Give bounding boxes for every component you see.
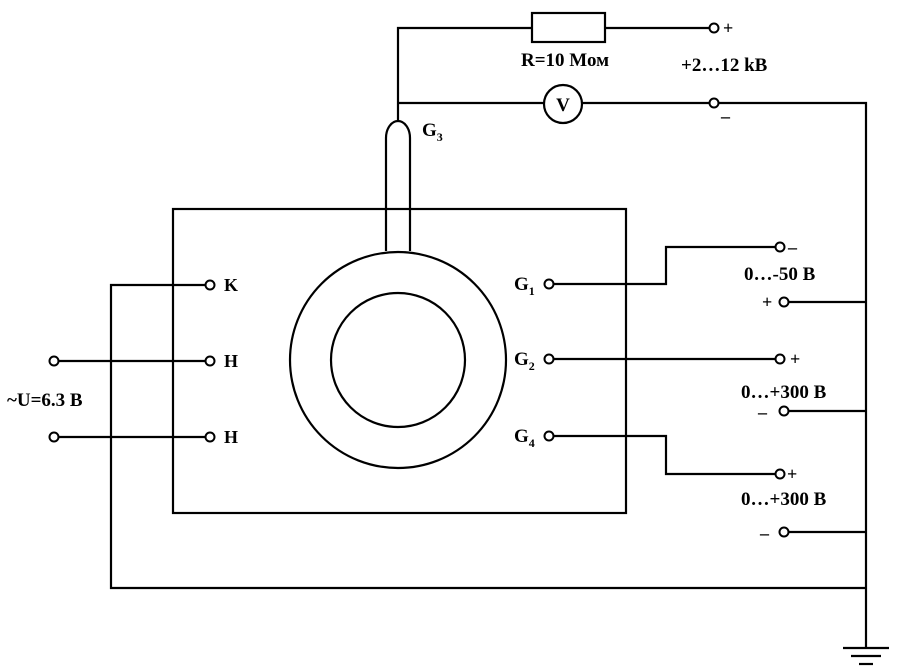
h1-terminal[interactable] xyxy=(204,355,216,367)
hv-minus-terminal[interactable] xyxy=(708,97,720,109)
g2-supply-range: 0…+300 B xyxy=(741,382,827,403)
g1-wire xyxy=(554,245,775,286)
g4-wire xyxy=(554,434,775,476)
ground-symbol xyxy=(843,646,889,666)
resistor-label: R=10 Мом xyxy=(521,50,609,71)
g1-label: G1 xyxy=(514,274,535,298)
g1-supply-minus-sign: – xyxy=(787,237,798,257)
g4-terminal[interactable] xyxy=(543,430,555,442)
hv-minus-sign: – xyxy=(720,106,731,126)
g2-label: G2 xyxy=(514,349,535,373)
g4-supply-range: 0…+300 B xyxy=(741,489,827,510)
g1-supply-range: 0…-50 B xyxy=(744,264,816,285)
heater-voltage-label: ~U=6.3 B xyxy=(7,390,83,411)
heater-source-terminal-2[interactable] xyxy=(48,431,60,443)
g2-supply-minus-terminal[interactable] xyxy=(778,405,790,417)
h2-terminal[interactable] xyxy=(204,431,216,443)
g2-supply-minus-sign: – xyxy=(757,402,768,422)
heater-source-terminal-1[interactable] xyxy=(48,355,60,367)
k-label: K xyxy=(224,275,238,295)
hv-wire-left xyxy=(396,26,532,121)
g1-supply-minus-terminal[interactable] xyxy=(774,241,786,253)
hv-plus-terminal[interactable] xyxy=(708,22,720,34)
resistor xyxy=(530,11,607,44)
g2-terminal[interactable] xyxy=(543,353,555,365)
g4-supply-minus-terminal[interactable] xyxy=(778,526,790,538)
g3-anode-tube xyxy=(384,119,412,251)
g1-supply-plus-sign: + xyxy=(762,292,772,312)
hv-range-label: +2…12 kB xyxy=(681,55,768,76)
g2-supply-plus-terminal[interactable] xyxy=(774,353,786,365)
h2-label: H xyxy=(224,427,238,447)
tube-inner-ring xyxy=(329,291,467,429)
voltmeter-label: V xyxy=(556,95,570,116)
g4-supply-plus-sign: + xyxy=(787,464,797,484)
g4-label: G4 xyxy=(514,426,535,450)
g4-supply-minus-sign: – xyxy=(759,523,770,543)
g1-supply-plus-terminal[interactable] xyxy=(778,296,790,308)
g3-label: G3 xyxy=(422,120,443,144)
h1-label: H xyxy=(224,351,238,371)
k-terminal[interactable] xyxy=(204,279,216,291)
g4-supply-plus-terminal[interactable] xyxy=(774,468,786,480)
g2-supply-plus-sign: + xyxy=(790,349,800,369)
tube-outer-ring xyxy=(288,250,508,470)
ground-bus xyxy=(719,101,868,648)
g1-terminal[interactable] xyxy=(543,278,555,290)
hv-plus-sign: + xyxy=(723,18,733,38)
